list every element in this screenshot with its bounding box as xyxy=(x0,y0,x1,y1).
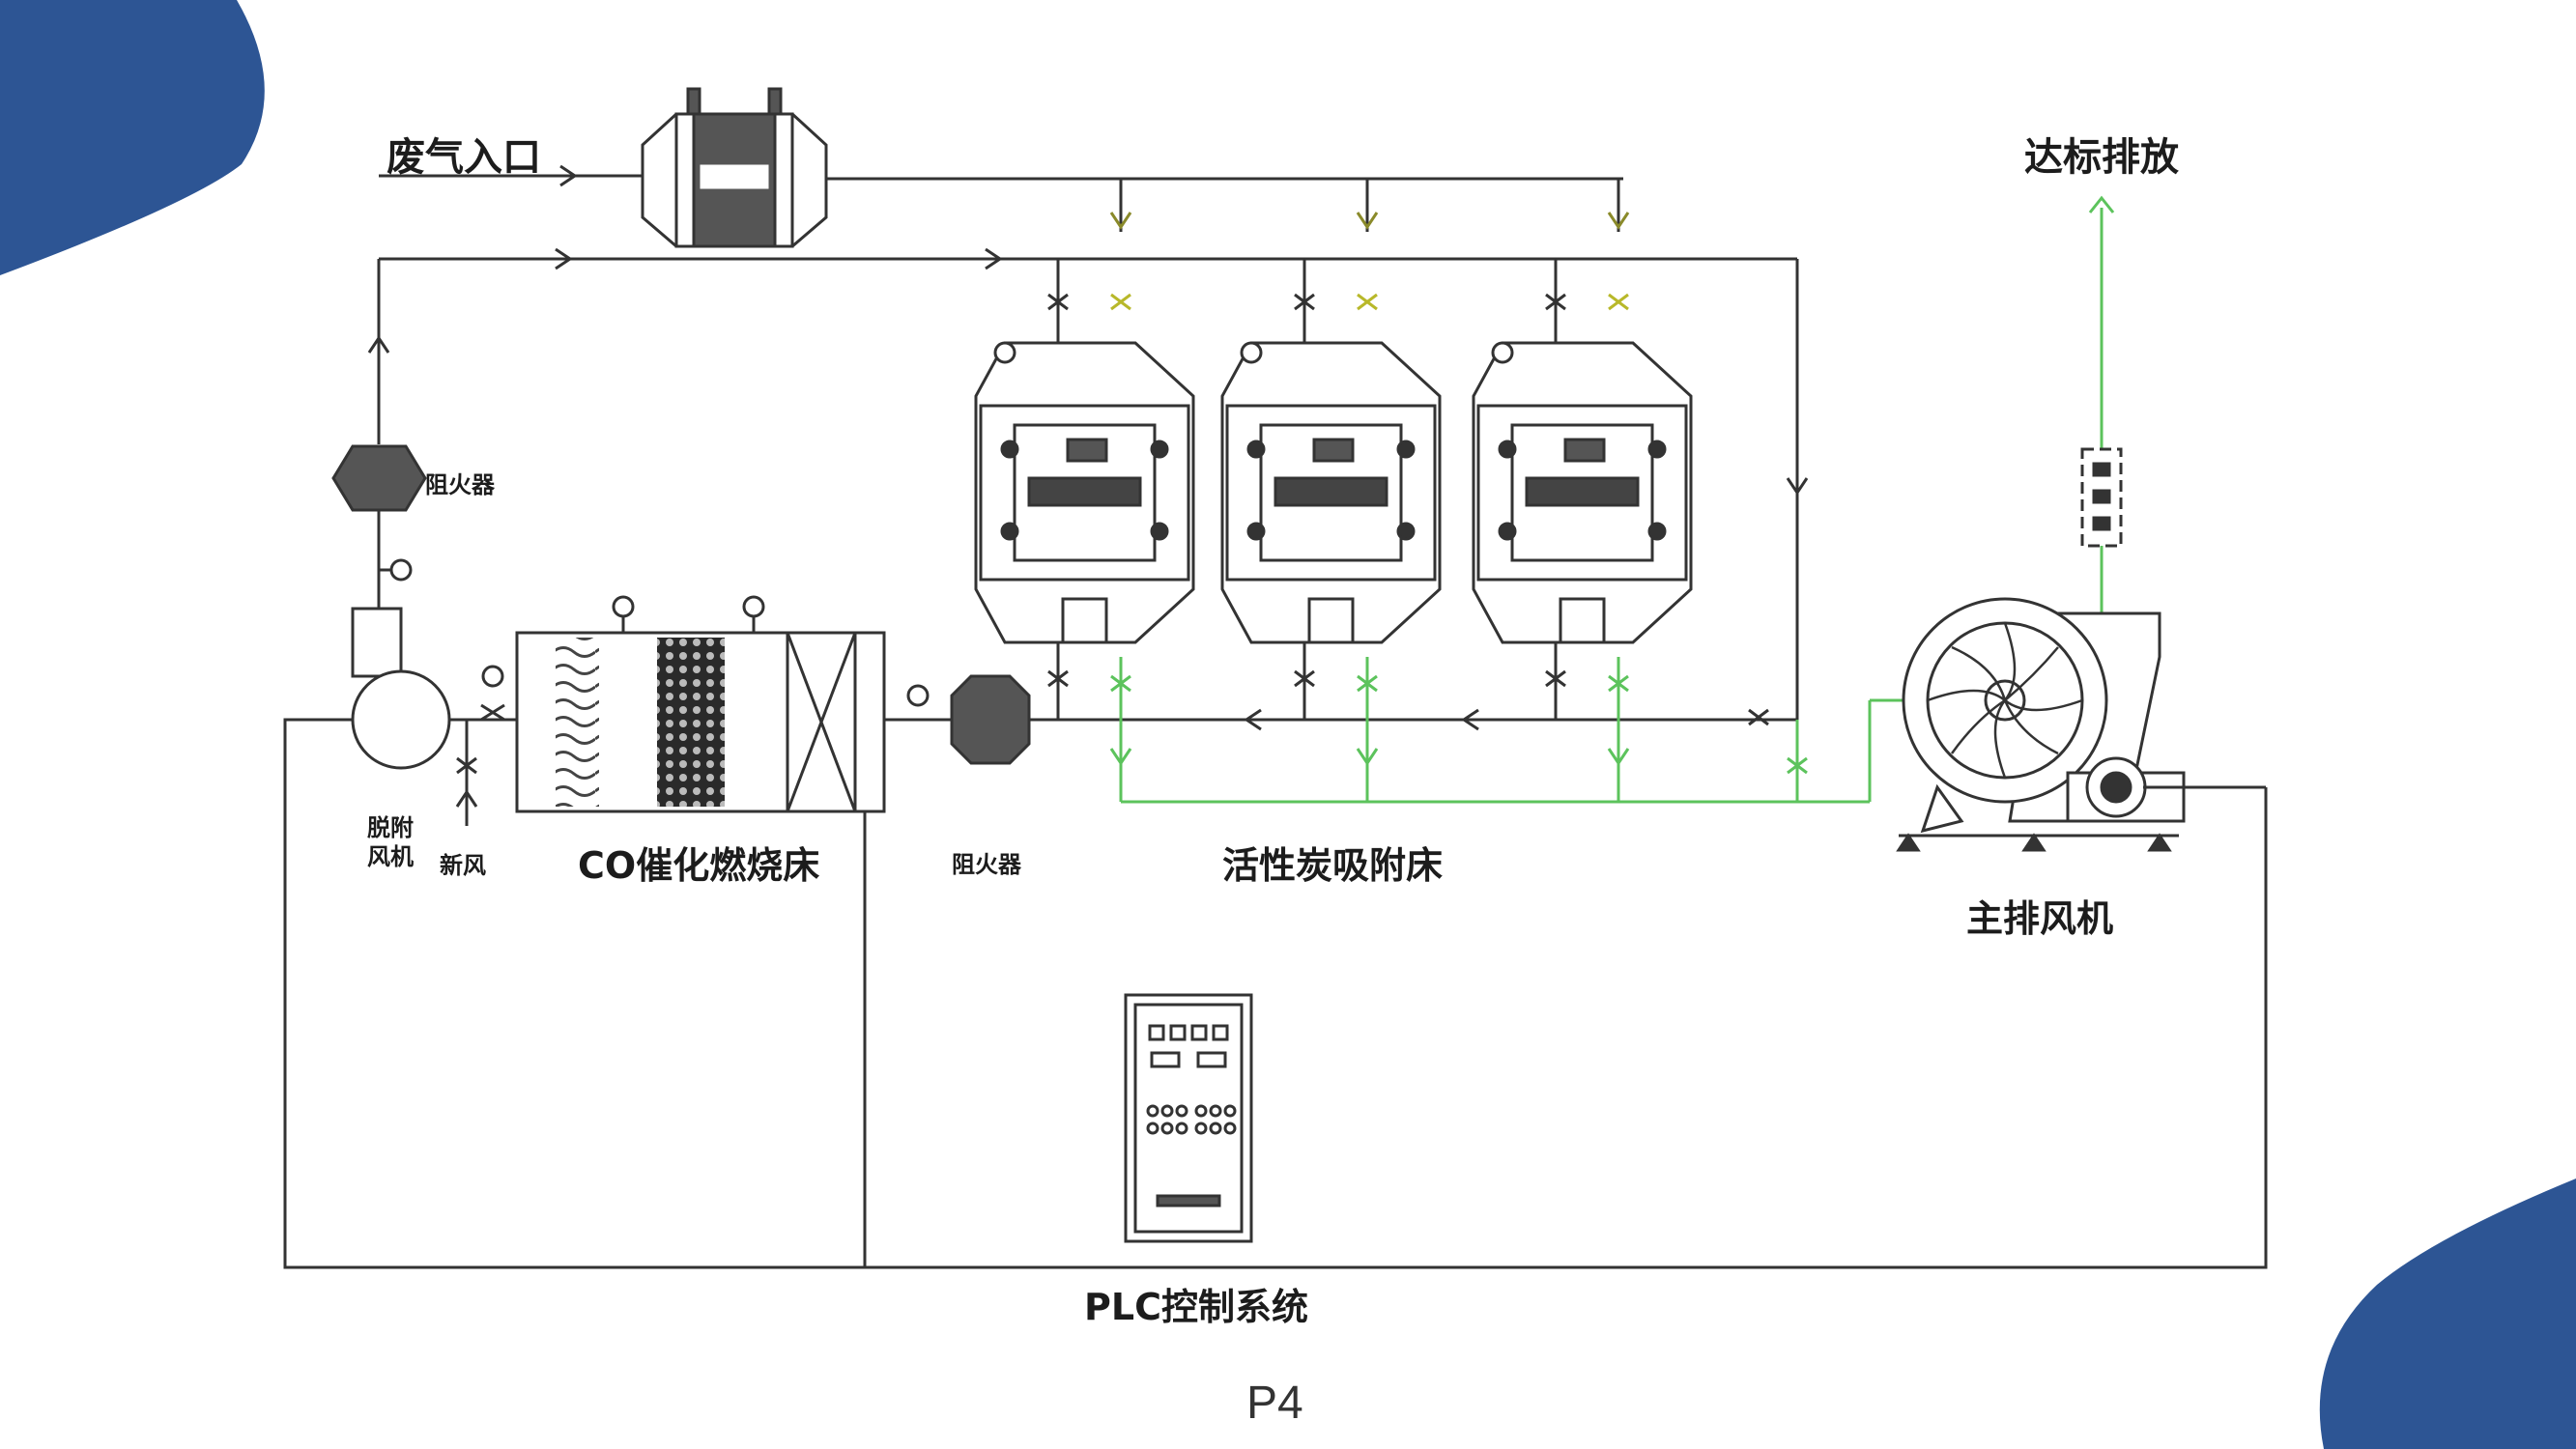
main-exhaust-fan xyxy=(1896,597,2266,852)
plc-cabinet xyxy=(1124,993,1253,1243)
label-discharge: 达标排放 xyxy=(2024,135,2179,180)
co-catalytic-bed xyxy=(515,595,886,813)
label-co-bed: CO催化燃烧床 xyxy=(578,844,820,887)
label-fresh-air: 新风 xyxy=(440,852,486,879)
label-flame-arrester-mid: 阻火器 xyxy=(952,851,1021,878)
heat-exchanger xyxy=(641,87,828,248)
adsorption-towers xyxy=(974,259,1769,726)
label-carbon-bed: 活性炭吸附床 xyxy=(1222,844,1444,887)
label-plc: PLC控制系统 xyxy=(1084,1286,1308,1328)
adsorber-1 xyxy=(974,259,1195,720)
decor-blob-top-left xyxy=(0,0,265,275)
desorption-fan xyxy=(351,607,517,826)
label-flame-arrester-top: 阻火器 xyxy=(425,471,495,498)
plc-wiring xyxy=(283,718,2268,1269)
adsorber-2 xyxy=(1220,259,1442,720)
label-main-fan: 主排风机 xyxy=(1966,897,2114,940)
label-desorption-fan: 脱附 风机 xyxy=(367,814,414,870)
flame-arrester-mid xyxy=(884,674,1797,765)
flame-arrester-top xyxy=(331,444,427,609)
page-number: P4 xyxy=(1246,1378,1303,1429)
decor-blob-bottom-right xyxy=(2319,1179,2576,1449)
label-waste-gas-inlet: 废气入口 xyxy=(386,135,541,180)
silencer xyxy=(2080,447,2123,548)
adsorber-3 xyxy=(1472,259,1693,720)
